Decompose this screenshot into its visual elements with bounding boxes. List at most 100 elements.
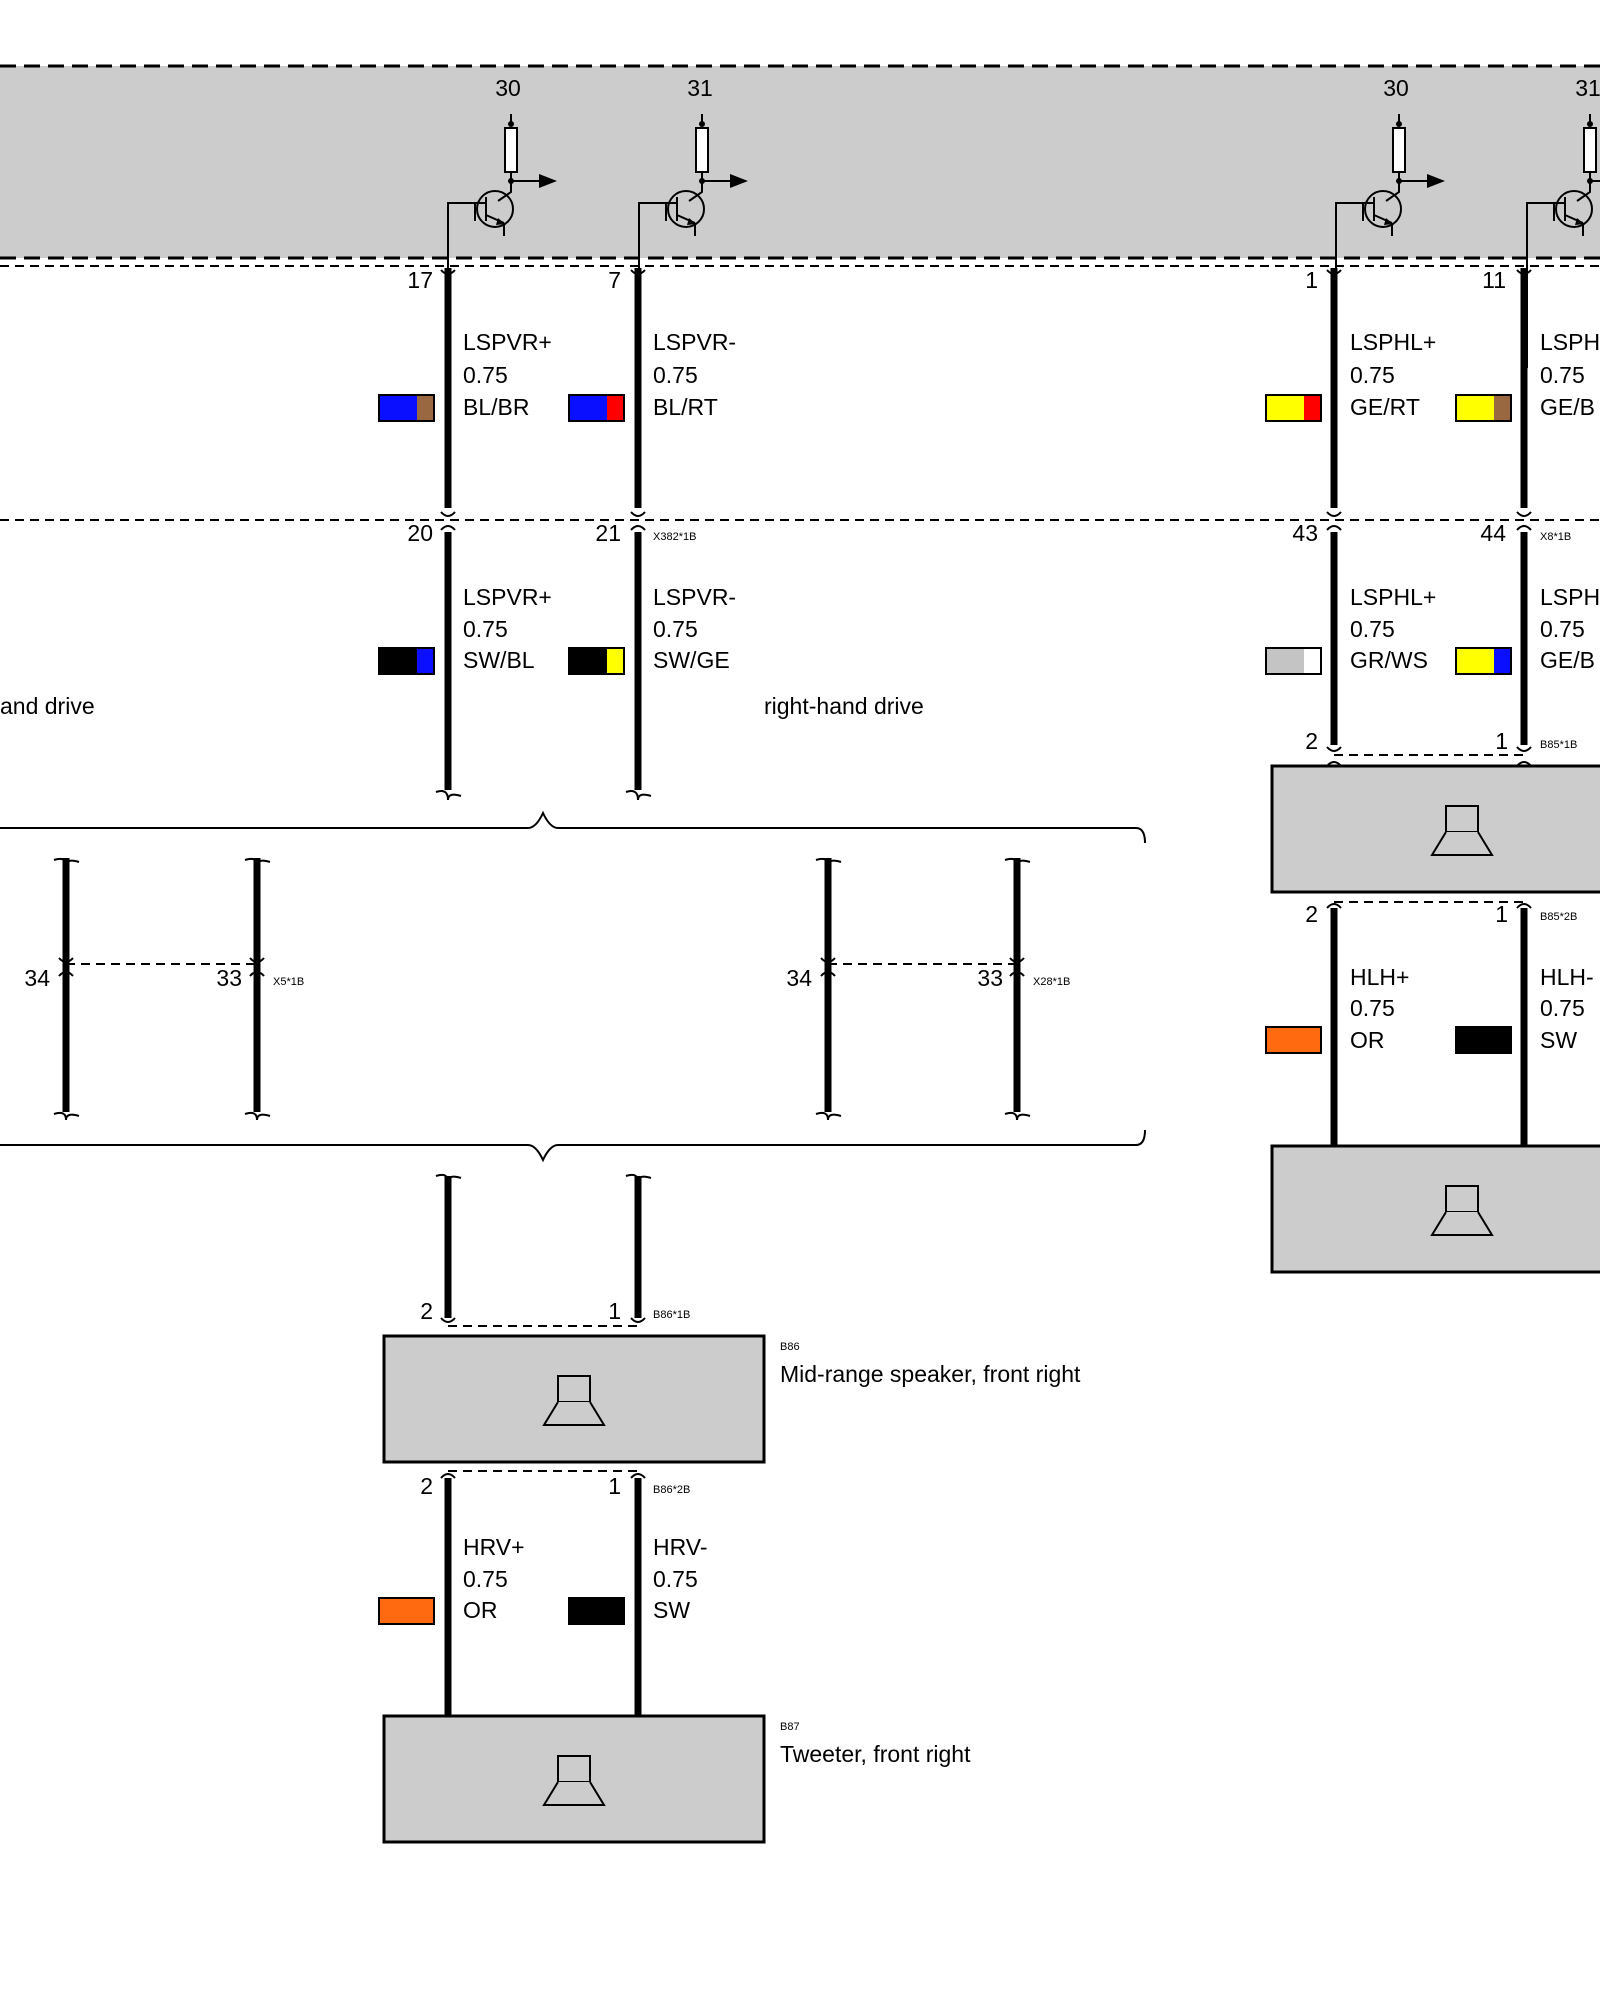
wire-label: LSPVR- 0.75 SW/GE: [653, 584, 736, 673]
svg-text:HLH+: HLH+: [1350, 964, 1409, 990]
midrange-speaker-b86: [382, 1334, 766, 1464]
pin-number: 44: [1480, 520, 1506, 546]
rear-tweeter-module: [1270, 1144, 1600, 1274]
wire-segment-mid: [444, 532, 1528, 790]
wire-segment-top: [444, 268, 1528, 508]
drive-label-left: and drive: [0, 693, 95, 719]
svg-text:LSPHL+: LSPHL+: [1350, 584, 1436, 610]
svg-text:GE/B: GE/B: [1540, 647, 1595, 673]
svg-text:0.75: 0.75: [653, 362, 698, 388]
svg-text:HRV-: HRV-: [653, 1534, 708, 1560]
svg-text:GE/RT: GE/RT: [1350, 394, 1420, 420]
svg-text:0.75: 0.75: [1350, 616, 1395, 642]
svg-text:LSPVR+: LSPVR+: [463, 584, 552, 610]
component-id: B87: [780, 1721, 800, 1733]
component-id: B86: [780, 1341, 800, 1353]
svg-text:0.75: 0.75: [653, 1566, 698, 1592]
component-name: Tweeter, front right: [780, 1741, 971, 1767]
svg-text:BL/RT: BL/RT: [653, 394, 718, 420]
svg-text:GE/B: GE/B: [1540, 394, 1595, 420]
svg-text:LSPHL+: LSPHL+: [1350, 329, 1436, 355]
svg-text:SW/GE: SW/GE: [653, 647, 730, 673]
pin-number: 11: [1482, 267, 1506, 293]
terminal-label: 31: [687, 75, 713, 101]
color-swatch: [1265, 647, 1322, 675]
color-swatch: [1455, 1026, 1512, 1054]
connector-id: X382*1B: [653, 531, 696, 543]
svg-text:LSPVR-: LSPVR-: [653, 584, 736, 610]
terminal-label: 31: [1575, 75, 1600, 101]
color-swatch: [378, 1597, 435, 1625]
connector-id: B86*2B: [653, 1484, 690, 1496]
color-swatch: [568, 647, 625, 675]
svg-text:0.75: 0.75: [1350, 995, 1395, 1021]
pin-number: 7: [608, 267, 621, 293]
svg-text:LSPH: LSPH: [1540, 329, 1600, 355]
color-swatch: [1265, 1026, 1322, 1054]
variant-brace: [0, 1129, 1146, 1163]
wire-segment-rear-tweeter: [1330, 908, 1528, 1146]
svg-text:BL/BR: BL/BR: [463, 394, 529, 420]
pin-number: 21: [595, 520, 621, 546]
wire-label: LSPH 0.75 GE/B: [1540, 329, 1600, 420]
terminal-label: 30: [1383, 75, 1409, 101]
pin-number: 34: [24, 965, 50, 991]
wire-label: LSPVR+ 0.75 BL/BR: [463, 329, 552, 420]
svg-text:0.75: 0.75: [463, 1566, 508, 1592]
color-swatch: [1265, 394, 1322, 422]
svg-text:0.75: 0.75: [1350, 362, 1395, 388]
wire-segment-b86: [444, 1176, 642, 1318]
svg-text:0.75: 0.75: [653, 616, 698, 642]
svg-text:0.75: 0.75: [1540, 995, 1585, 1021]
svg-text:0.75: 0.75: [463, 362, 508, 388]
color-swatch: [568, 1597, 625, 1625]
wire-label: HLH+ 0.75 OR: [1350, 964, 1409, 1053]
pin-number: 2: [420, 1473, 433, 1499]
wire-label: LSPHL+ 0.75 GE/RT: [1350, 329, 1436, 420]
pin-number: 33: [216, 965, 242, 991]
control-unit-band: [0, 66, 1600, 258]
wire-segment-x5: [62, 858, 261, 1112]
pin-number: 1: [1305, 267, 1318, 293]
pin-number: 2: [1305, 901, 1318, 927]
color-swatch: [1455, 394, 1512, 422]
svg-text:OR: OR: [463, 1597, 498, 1623]
svg-text:GR/WS: GR/WS: [1350, 647, 1428, 673]
wire-label: LSPHL+ 0.75 GR/WS: [1350, 584, 1436, 673]
color-swatch: [378, 394, 435, 422]
terminal-label: 30: [495, 75, 521, 101]
wire-segment-front-tweeter: [444, 1478, 642, 1716]
svg-text:LSPVR-: LSPVR-: [653, 329, 736, 355]
wire-label: LSPVR+ 0.75 SW/BL: [463, 584, 552, 673]
svg-text:SW: SW: [653, 1597, 690, 1623]
variant-brace: [0, 810, 1146, 844]
connector-id: B85*1B: [1540, 739, 1577, 751]
svg-text:HRV+: HRV+: [463, 1534, 525, 1560]
svg-text:SW: SW: [1540, 1027, 1577, 1053]
pin-number: 1: [1495, 901, 1508, 927]
pin-number: 1: [608, 1473, 621, 1499]
wire-label: HLH- 0.75 SW: [1540, 964, 1594, 1053]
connector-id: B86*1B: [653, 1309, 690, 1321]
pin-number: 1: [608, 1298, 621, 1324]
pin-number: 2: [1305, 728, 1318, 754]
pin-number: 34: [786, 965, 812, 991]
svg-text:SW/BL: SW/BL: [463, 647, 535, 673]
svg-text:HLH-: HLH-: [1540, 964, 1594, 990]
drive-label-right: right-hand drive: [764, 693, 924, 719]
wire-label: LSPVR- 0.75 BL/RT: [653, 329, 736, 420]
svg-text:LSPVR+: LSPVR+: [463, 329, 552, 355]
svg-text:LSPH: LSPH: [1540, 584, 1600, 610]
pin-number: 2: [420, 1298, 433, 1324]
connector-id: X5*1B: [273, 976, 304, 988]
pin-number: 33: [977, 965, 1003, 991]
wire-label: HRV- 0.75 SW: [653, 1534, 708, 1623]
svg-text:0.75: 0.75: [1540, 362, 1585, 388]
color-swatch: [1455, 647, 1512, 675]
svg-text:OR: OR: [1350, 1027, 1385, 1053]
wire-label: LSPH 0.75 GE/B: [1540, 584, 1600, 673]
pin-number: 20: [407, 520, 433, 546]
connector-id: B85*2B: [1540, 911, 1577, 923]
pin-number: 17: [407, 267, 433, 293]
svg-text:0.75: 0.75: [1540, 616, 1585, 642]
